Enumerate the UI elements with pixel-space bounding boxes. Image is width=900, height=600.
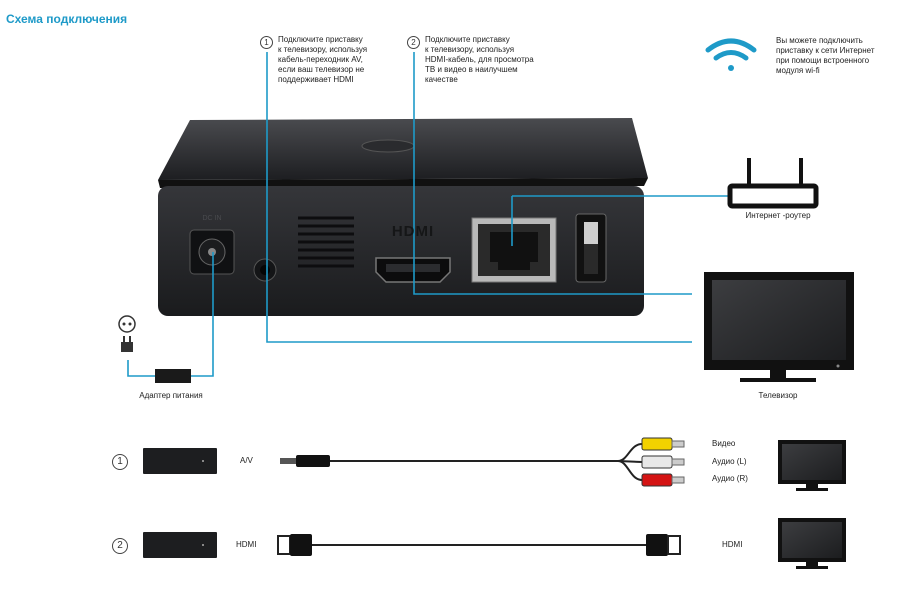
router-icon	[727, 158, 819, 209]
step-number-1: 1	[260, 36, 273, 49]
tv-label: Телевизор	[758, 391, 798, 400]
note-av: Подключите приставку к телевизору, испол…	[278, 35, 368, 84]
output-audio-right-label: Аудио (R)	[712, 474, 748, 483]
mini-box-icon	[143, 532, 217, 558]
option-number-2: 2	[112, 538, 128, 554]
wifi-icon	[705, 38, 757, 71]
router-label: Интернет -роутер	[745, 211, 811, 220]
vent-grid	[298, 216, 354, 268]
box-edge	[158, 178, 648, 188]
ethernet-leader-line	[511, 195, 730, 246]
rca-left-icon	[641, 455, 673, 469]
tv-icon	[704, 272, 854, 382]
note-wifi: Вы можете подключить приставку к сети Ин…	[776, 36, 875, 75]
port-label-dc: DC IN	[202, 215, 222, 222]
option-number-1: 1	[112, 454, 128, 470]
power-adapter-icon	[155, 369, 191, 383]
adapter-label: Адаптер питания	[139, 391, 203, 400]
av-leader-line	[266, 52, 692, 343]
output-video-label: Видео	[712, 439, 736, 448]
av-option-graphics	[143, 437, 846, 491]
av-option-label: A/V	[240, 456, 253, 465]
note-hdmi: Подключите приставку к телевизору, испол…	[425, 35, 534, 84]
hdmi-option-graphics	[143, 518, 846, 569]
hdmi-option-label-right: HDMI	[722, 540, 743, 549]
rca-right-icon	[641, 473, 673, 487]
output-audio-left-label: Аудио (L)	[712, 457, 747, 466]
mini-box-icon	[143, 448, 217, 474]
hdmi-leader-line	[413, 52, 692, 295]
set-top-box	[158, 118, 648, 316]
page-title: Схема подключения	[6, 12, 128, 26]
hdmi-plug-left-icon	[277, 535, 291, 555]
hdmi-plug-right-icon	[667, 535, 681, 555]
port-label-hdmi: HDMI	[391, 223, 435, 240]
power-outlet-icon	[118, 315, 136, 352]
hdmi-option-label-left: HDMI	[236, 540, 257, 549]
step-number-2: 2	[407, 36, 420, 49]
av-jack-plug-icon	[280, 458, 296, 464]
box-logo-icon	[361, 139, 415, 153]
rca-video-icon	[641, 437, 673, 451]
